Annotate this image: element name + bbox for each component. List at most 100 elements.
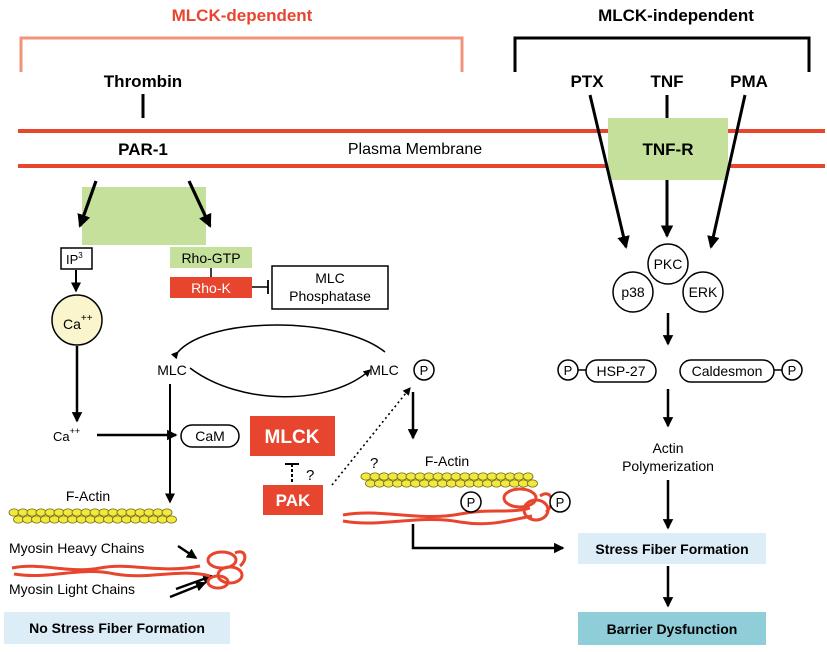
mid-actin-bead [527,479,538,488]
left-myosin-curl [234,550,247,568]
arrow-to-stress-fiber [411,524,565,554]
middle-myosin-tail-1 [342,506,531,519]
stress-fiber-box [578,533,766,564]
pkc-circle [647,243,689,285]
par1-green-box [82,187,206,245]
mid-actin-bead [477,472,489,481]
left-actin-bead [49,515,60,524]
par1-label: PAR-1 [118,140,168,159]
ptx-label: PTX [570,72,604,91]
mid-actin-bead [419,479,430,488]
caldesmon-p-circle [781,359,803,381]
mid-actin-bead [491,479,502,488]
mlc-phosphatase-box [271,265,389,310]
mid-actin-bead [410,479,421,488]
left-actin-bead [58,515,69,524]
barrier-box [578,612,766,645]
mid-actin-bead [455,479,466,488]
left-actin-bead [121,515,132,524]
rho-k-label: Rho-K [191,280,231,296]
left-myosin-tail-2 [13,570,211,578]
mid-actin-bead [383,479,394,488]
ca-free-sup: ++ [70,426,81,436]
mid-actin-bead [374,479,385,488]
left-actin-bead [22,515,33,524]
left-actin-bead [31,515,42,524]
left-f-actin-filament [8,508,177,524]
left-actin-bead [139,515,150,524]
mlc-phosphatase-line2: Phosphatase [289,288,371,304]
ca-circle-sup: ++ [81,313,93,324]
mid-actin-bead [473,479,484,488]
middle-myosin-p1-circle [460,491,482,513]
left-actin-bead [143,508,155,517]
mid-actin-bead [414,472,426,481]
left-actin-bead [17,508,29,517]
ca-circle-label: Ca++ [63,313,93,332]
left-actin-bead [112,515,123,524]
left-actin-bead [166,515,177,524]
pkc-label: PKC [654,256,683,272]
left-actin-bead [62,508,74,517]
mlck-label: MLCK [265,427,320,448]
pma-label: PMA [730,72,768,91]
mlc-phospho-p: P [420,363,429,378]
left-actin-bead [76,515,87,524]
middle-question: ? [370,455,378,472]
hsp27-box [585,359,657,383]
left-myosin [11,550,247,590]
mid-actin-bead [500,479,511,488]
left-actin-bead [26,508,38,517]
middle-myosin-p2-circle [549,491,571,513]
ip3-label: IP3 [66,251,83,267]
arrow-myosin-light-2 [175,574,214,591]
mid-actin-bead [504,472,516,481]
left-actin-bead [89,508,101,517]
arrow-par1-ip3 [77,180,98,228]
ip3-text: IP [66,252,78,267]
mid-actin-bead [405,472,417,481]
header-mlck-independent: MLCK-independent [598,6,754,25]
left-actin-bead [157,515,168,524]
mid-actin-bead [360,472,372,481]
mid-actin-bead [387,472,399,481]
ca-circle-text: Ca [63,316,81,332]
rho-gtp-label: Rho-GTP [181,250,240,266]
p38-circle [612,271,654,313]
ca-free-text: Ca [53,429,70,444]
mid-actin-bead [495,472,507,481]
middle-myosin-p2: P [556,495,565,510]
mid-actin-bead [428,479,439,488]
mid-actin-bead [482,479,493,488]
ca-circle [51,294,103,346]
bracket-mlck-independent [513,36,811,72]
pak-label: PAK [276,491,311,510]
mid-actin-bead [459,472,471,481]
arrow-ptx-p38 [588,94,630,249]
left-actin-bead [67,515,78,524]
mid-actin-bead [486,472,498,481]
middle-f-actin-label: F-Actin [425,453,469,469]
left-actin-bead [44,508,56,517]
header-mlck-dependent: MLCK-dependent [172,6,313,25]
arrow-pma-erk [707,94,747,249]
pak-to-mlcp-dotted [331,387,411,486]
mid-actin-bead [518,479,529,488]
erk-circle [682,271,724,313]
left-actin-bead [152,508,164,517]
tnf-label: TNF [650,72,683,91]
left-actin-bead [107,508,119,517]
mid-actin-bead [464,479,475,488]
mid-actin-bead [369,472,381,481]
mlc-phosphatase-line1: MLC [315,270,345,286]
mid-actin-bead [446,479,457,488]
arrow-myosin-heavy [177,544,198,560]
caldesmon-box [679,359,775,383]
erk-label: ERK [689,284,718,300]
mid-actin-bead [513,472,525,481]
left-actin-bead [53,508,65,517]
thrombin-label: Thrombin [104,72,182,91]
ca-free-label: Ca++ [53,426,80,444]
pak-question: ? [306,467,314,484]
